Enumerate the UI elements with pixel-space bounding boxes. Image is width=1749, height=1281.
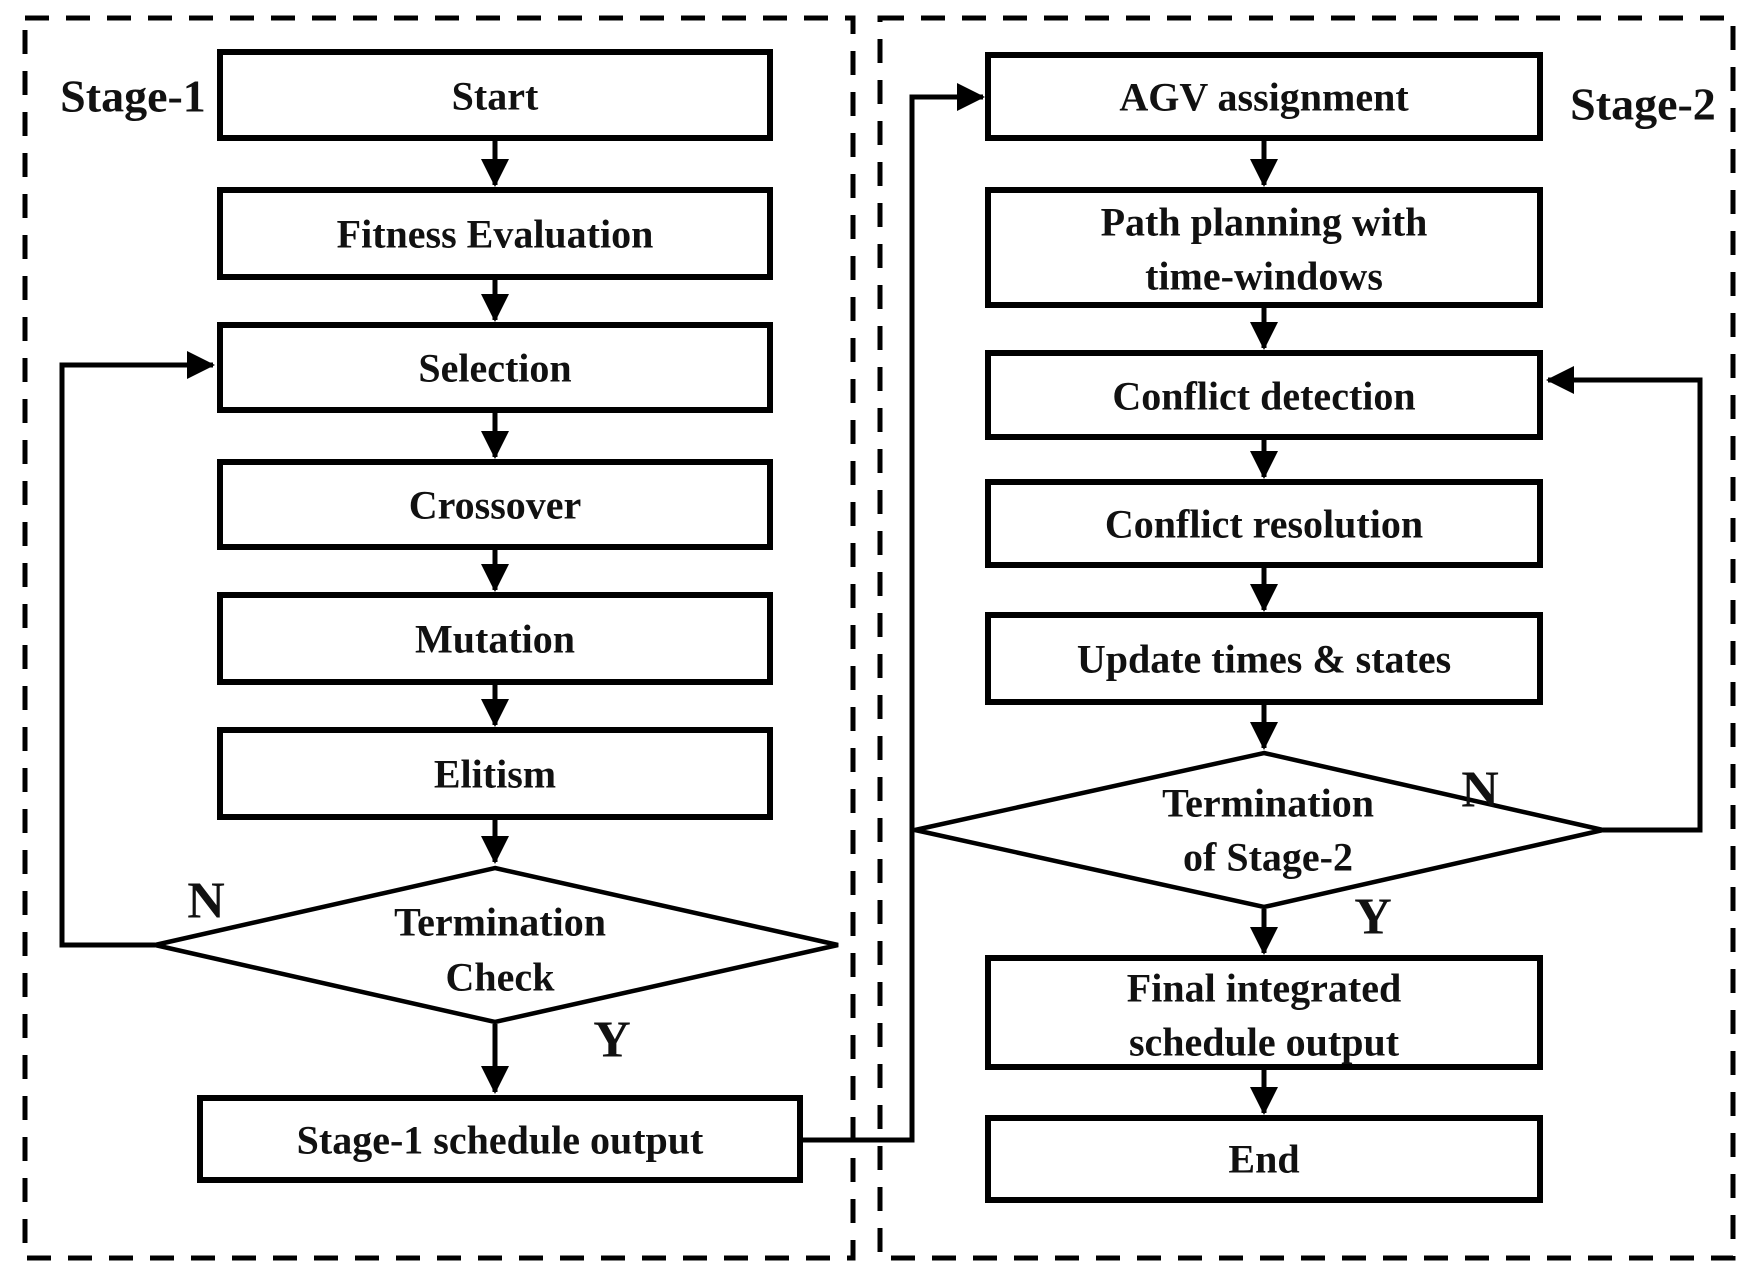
stage2-label: Stage-2 xyxy=(1570,79,1716,130)
node-selection xyxy=(217,322,773,413)
node-final-integrated-output xyxy=(985,955,1543,1070)
node-mutation-label: Mutation xyxy=(415,617,575,662)
stage2-panel-border xyxy=(877,15,1736,1261)
node-mutation xyxy=(217,592,773,685)
branch-label-stage2-yes: Y xyxy=(1354,889,1392,946)
node-end-label: End xyxy=(1228,1137,1299,1182)
branch-label-stage1-yes: Y xyxy=(593,1012,631,1069)
edge-termination2-detection-no-loop xyxy=(1546,366,1703,833)
stage1-panel-border xyxy=(22,15,856,1261)
branch-label-stage1-no: N xyxy=(187,873,225,930)
node-conflict-resolution xyxy=(985,479,1543,568)
node-crossover xyxy=(217,459,773,550)
node-conflict-detection-label: Conflict detection xyxy=(1112,374,1415,419)
decision-termination-check xyxy=(154,865,839,1025)
node-path-planning xyxy=(985,187,1543,308)
decision-termination-check-line1: Termination xyxy=(394,900,606,945)
decision-termination-check-line2: Check xyxy=(446,955,556,1000)
node-agv-assignment xyxy=(985,52,1543,141)
node-update-times-states-label: Update times & states xyxy=(1077,637,1451,682)
node-path-planning-line2: time-windows xyxy=(1145,254,1383,299)
decision-termination-stage2-line1: Termination xyxy=(1162,781,1374,826)
node-path-planning-line1: Path planning with xyxy=(1101,200,1428,245)
node-update-times-states xyxy=(985,612,1543,705)
node-conflict-resolution-label: Conflict resolution xyxy=(1105,502,1423,547)
node-elitism-label: Elitism xyxy=(434,752,556,797)
stage1-label: Stage-1 xyxy=(60,71,206,122)
node-selection-label: Selection xyxy=(418,346,571,391)
node-agv-assignment-label: AGV assignment xyxy=(1119,75,1409,120)
node-end xyxy=(985,1115,1543,1203)
decision-termination-stage2-line2: of Stage-2 xyxy=(1183,835,1353,880)
node-stage1-schedule-output xyxy=(197,1095,803,1183)
node-fitness-evaluation xyxy=(217,187,773,280)
node-start xyxy=(217,49,773,141)
branch-label-stage2-no: N xyxy=(1461,762,1499,819)
node-start-label: Start xyxy=(452,74,539,119)
node-conflict-detection xyxy=(985,350,1543,440)
node-stage1-schedule-output-label: Stage-1 schedule output xyxy=(297,1118,704,1163)
decision-termination-stage2 xyxy=(914,750,1604,910)
node-crossover-label: Crossover xyxy=(409,483,582,528)
edge-termination-selection-no-loop xyxy=(59,351,215,948)
node-final-integrated-output-line1: Final integrated xyxy=(1127,966,1401,1011)
node-elitism xyxy=(217,727,773,820)
node-final-integrated-output-line2: schedule output xyxy=(1129,1020,1400,1065)
edge-output-agv-connector xyxy=(800,83,985,1143)
node-fitness-evaluation-label: Fitness Evaluation xyxy=(337,212,654,257)
